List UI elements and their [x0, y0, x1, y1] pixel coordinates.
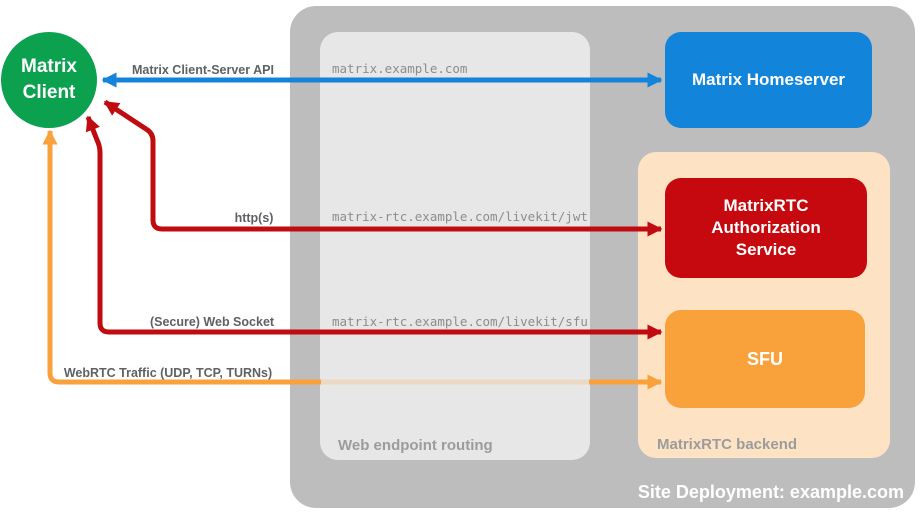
web-endpoint-routing-caption: Web endpoint routing: [338, 437, 493, 454]
endpoint-matrix-example-com: matrix.example.com: [332, 61, 468, 76]
web-endpoint-routing-panel: [320, 32, 590, 460]
matrix-client-node: Matrix Client: [1, 32, 97, 128]
matrix-homeserver-label: Matrix Homeserver: [691, 70, 846, 89]
matrixrtc-backend-caption: MatrixRTC backend: [657, 436, 798, 453]
matrixrtc-authorization-service-node: MatrixRTC Authorization Service: [665, 178, 867, 278]
websocket-arrow-label: (Secure) Web Socket: [149, 315, 275, 329]
matrix-client-label: Matrix Client: [21, 56, 77, 103]
endpoint-livekit-sfu: matrix-rtc.example.com/livekit/sfu: [332, 314, 588, 329]
site-deployment-title: Site Deployment: example.com: [637, 482, 904, 502]
endpoint-livekit-jwt: matrix-rtc.example.com/livekit/jwt: [332, 209, 588, 224]
webrtc-traffic-arrow-label: WebRTC Traffic (UDP, TCP, TURNs): [63, 366, 273, 380]
matrixrtc-authorization-service-label: MatrixRTC Authorization Service: [711, 196, 821, 259]
client-server-api-arrow-label: Matrix Client-Server API: [132, 63, 274, 77]
matrix-homeserver-node: Matrix Homeserver: [665, 32, 872, 128]
sfu-label: SFU: [747, 348, 783, 369]
sfu-node: SFU: [665, 310, 865, 408]
https-arrow-label: http(s): [234, 211, 274, 225]
